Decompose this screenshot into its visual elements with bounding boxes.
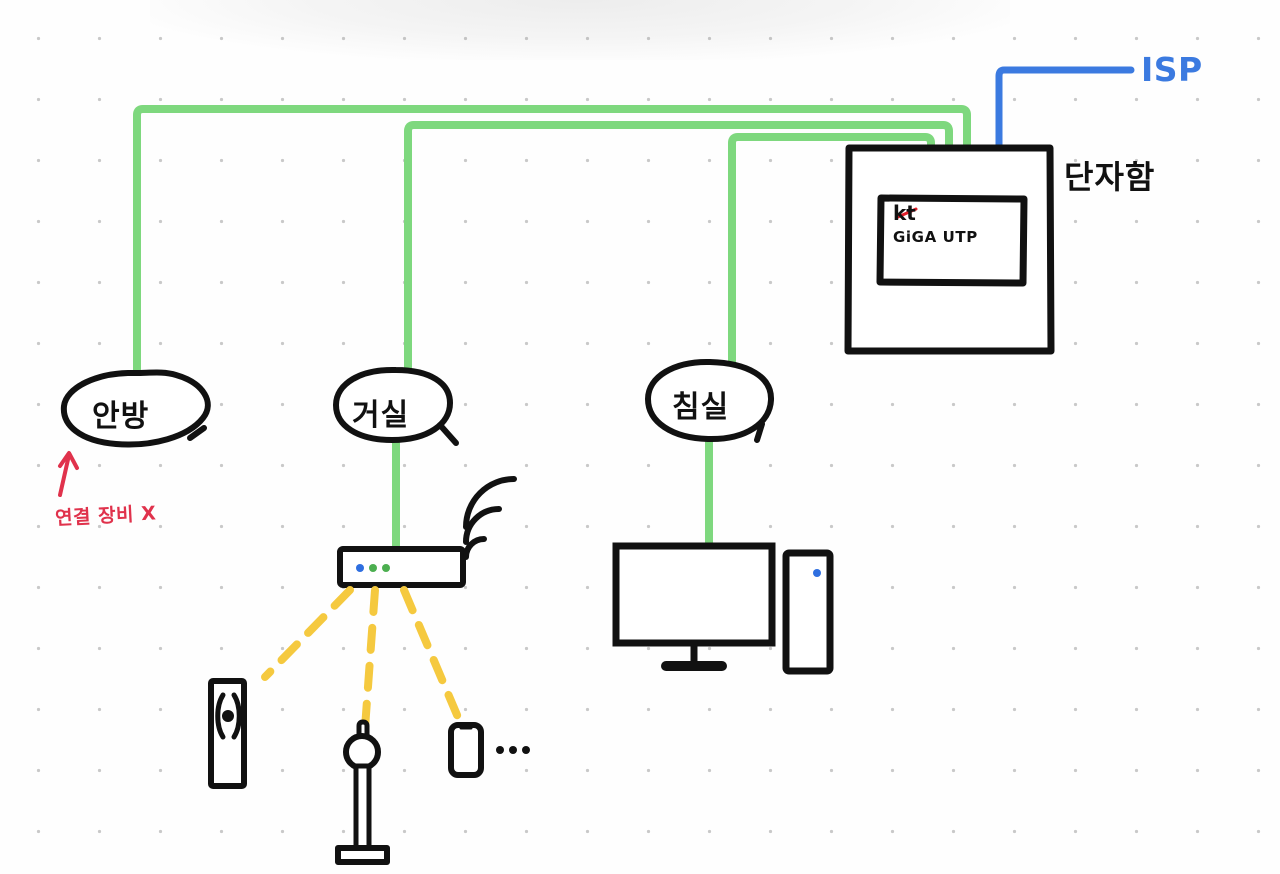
isp-cable	[995, 66, 1135, 204]
kt-logo-accent	[896, 207, 918, 219]
room-bubble-geosil[interactable]	[333, 366, 459, 446]
router-led-2	[369, 564, 377, 572]
desktop-monitor[interactable]	[612, 542, 776, 671]
pc-power-led	[813, 569, 821, 577]
wireless-link-speaker	[360, 586, 379, 746]
room-bubble-chimsil[interactable]	[645, 358, 775, 443]
wifi-router[interactable]	[337, 546, 466, 588]
wireless-link-phone	[400, 586, 464, 726]
smartphone[interactable]	[448, 722, 484, 778]
room-label-geosil: 거실	[352, 398, 410, 433]
room-label-chimsil: 침실	[672, 390, 730, 425]
room-label-anbang: 안방	[92, 399, 150, 434]
router-led-1	[356, 564, 364, 572]
ethernet-cable-anbang	[133, 105, 971, 379]
wireless-link-camera	[261, 586, 354, 681]
floor-standing-smart-device[interactable]	[335, 719, 390, 865]
ethernet-cable-geosil	[404, 121, 953, 376]
security-camera-device[interactable]	[208, 678, 247, 789]
room-bubble-anbang[interactable]	[60, 369, 211, 448]
kt-giga-utp-device[interactable]	[876, 194, 1028, 287]
annotation-arrow	[58, 451, 79, 497]
router-led-3	[382, 564, 390, 572]
ethernet-cable-chimsil	[728, 133, 935, 369]
more-devices-ellipsis	[496, 746, 530, 754]
camera-lens-icon	[222, 710, 234, 722]
wifi-signal-icon	[463, 476, 517, 560]
pc-tower[interactable]	[782, 549, 834, 675]
